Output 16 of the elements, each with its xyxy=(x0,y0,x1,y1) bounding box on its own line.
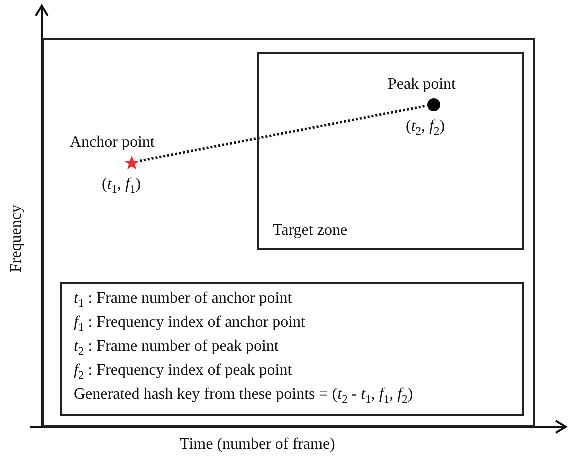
definition-text: t$_{1}$ : Frame number of anchor point xyxy=(74,289,294,311)
axis-label: Time (number of frame) xyxy=(180,436,336,454)
plot-frame xyxy=(42,38,535,427)
point-label: Peak point xyxy=(388,76,456,94)
coordinate-label: (t$_{2}$, f$_{2}$) xyxy=(406,118,446,136)
definition-text: Generated hash key from these points = (t$_{2}$ - t$_{1}$, f$_{1}$, f$_{2}$) xyxy=(74,385,414,407)
definition-text: t$_{2}$ : Frame number of peak point xyxy=(74,337,280,359)
definition-text: f$_{2}$ : Frequency index of peak point xyxy=(74,361,294,383)
definition-text: f$_{1}$ : Frequency index of anchor point xyxy=(74,313,306,335)
definitions-box xyxy=(60,282,524,416)
point-label: Anchor point xyxy=(70,134,155,152)
zone-label: Target zone xyxy=(273,222,348,240)
dotted-line xyxy=(140,104,426,162)
target-zone-box xyxy=(257,52,524,250)
axis-label: Frequency xyxy=(8,205,26,273)
coordinate-label: (t$_{1}$, f$_{1}$) xyxy=(102,176,142,194)
